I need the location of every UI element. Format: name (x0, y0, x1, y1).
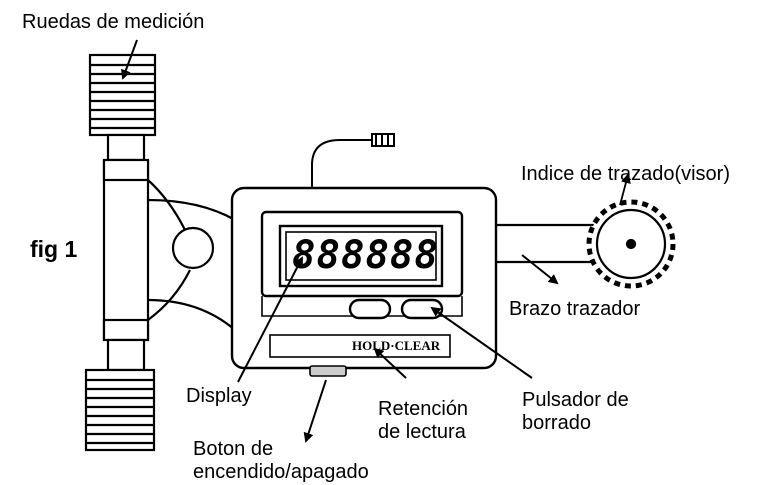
label-reading-hold-line2: de lectura (378, 421, 466, 443)
hold-clear-text: HOLD·CLEAR (352, 338, 441, 353)
tracer-arm (495, 223, 600, 264)
tracing-index-lens (586, 199, 676, 289)
device-body (230, 186, 498, 377)
label-power-button-line2: encendido/apagado (193, 461, 369, 483)
lcd-digits: 888888 (292, 233, 439, 278)
label-tracing-index: Indice de trazado(visor) (521, 163, 730, 185)
hold-button[interactable] (348, 298, 392, 320)
bottom-measuring-wheel (84, 368, 156, 452)
figure-label: fig 1 (30, 236, 78, 262)
label-tracer-arm: Brazo trazador (509, 298, 641, 320)
label-reading-hold: Retención de lectura (378, 398, 468, 444)
label-measuring-wheels: Ruedas de medición (22, 11, 205, 33)
label-clear-button-line2: borrado (522, 412, 591, 434)
label-power-button-line1: Boton de (193, 438, 274, 460)
power-button[interactable] (309, 365, 347, 377)
label-reading-hold-line1: Retención (378, 398, 469, 420)
top-measuring-wheel (88, 53, 157, 137)
label-clear-button-line1: Pulsador de (522, 389, 629, 411)
clear-button[interactable] (400, 298, 444, 320)
label-clear-button: Pulsador de borrado (522, 389, 629, 435)
leader-lines (121, 39, 631, 443)
label-display: Display (186, 385, 252, 407)
label-power-button: Boton de encendido/apagado (193, 438, 369, 484)
measuring-wheel-frame (84, 53, 236, 452)
cable (311, 133, 395, 188)
